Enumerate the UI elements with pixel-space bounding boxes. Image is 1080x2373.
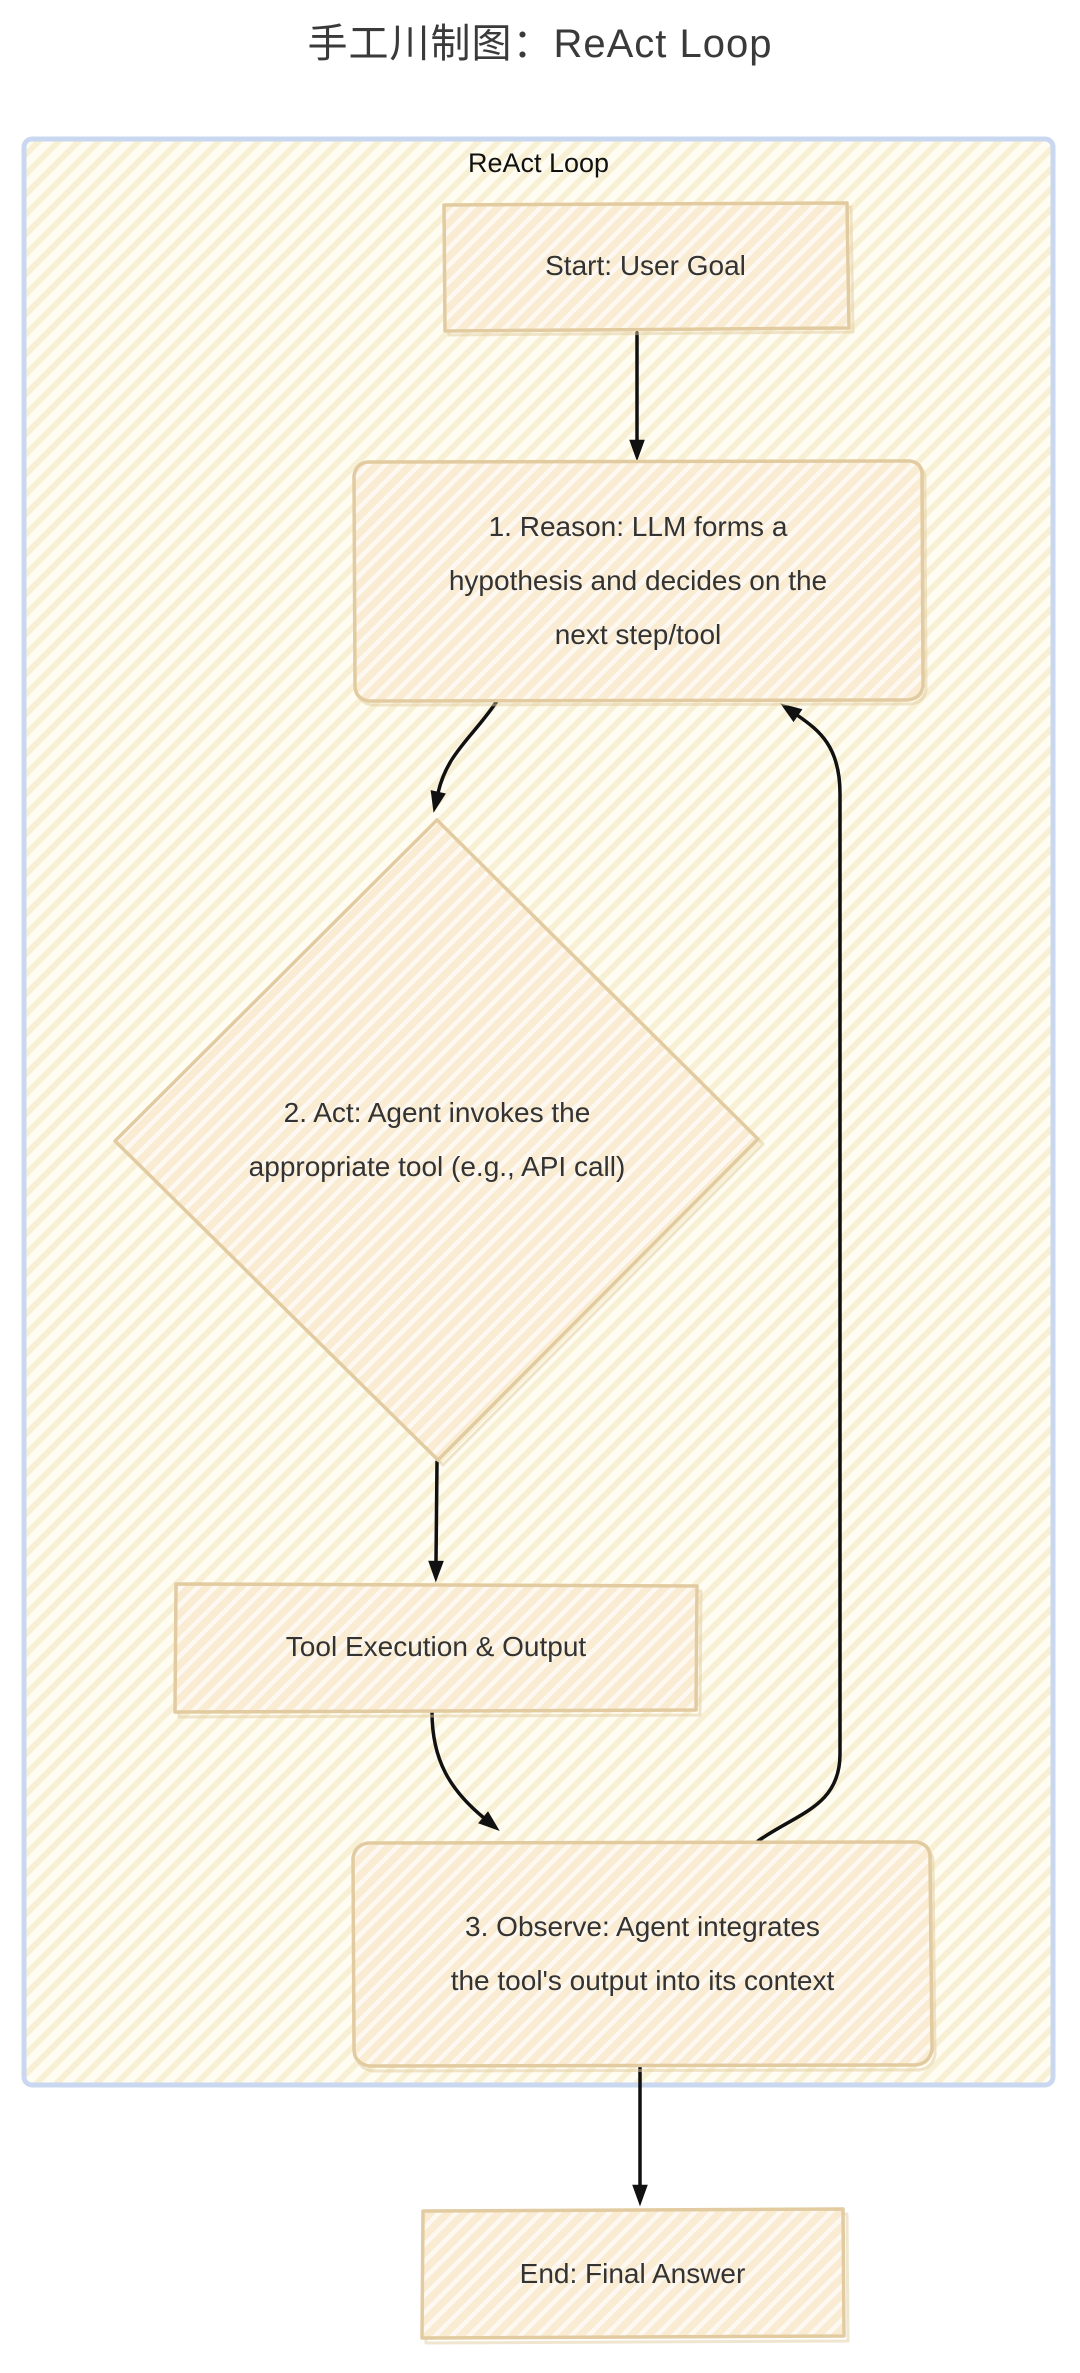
reason-node-shape <box>352 459 928 707</box>
observe-line-1: 3. Observe: Agent integrates <box>465 1911 820 1942</box>
flow-arrow-tool-to-observe <box>430 1710 500 1831</box>
start-node-label: Start: User Goal <box>545 250 746 281</box>
act-line-2: appropriate tool (e.g., API call) <box>248 1151 626 1182</box>
observe-node-label: 3. Observe: Agent integrates the tool's … <box>353 1842 932 2066</box>
reason-node-label: 1. Reason: LLM forms a hypothesis and de… <box>354 461 922 700</box>
diagram-title: 手工川制图：ReAct Loop <box>307 22 773 66</box>
flow-arrow-observe-to-reason-loop <box>756 703 842 1843</box>
reason-line-2: hypothesis and decides on the <box>448 564 828 596</box>
observe-line-2: the tool's output into its context <box>450 1965 835 1996</box>
tool-node-shape <box>173 1582 703 1719</box>
start-node-shape <box>442 201 855 337</box>
end-node-label: End: Final Answer <box>519 2257 746 2289</box>
reason-line-3: next step/tool <box>554 618 722 650</box>
tool-node-label: Tool Execution & Output <box>285 1630 587 1662</box>
reason-line-1: 1. Reason: LLM forms a <box>488 510 788 542</box>
flow-arrow-act-to-tool <box>428 1460 444 1583</box>
container-title-label: ReAct Loop <box>467 148 610 178</box>
end-node-shape <box>420 2207 850 2345</box>
observe-node-shape <box>351 1840 937 2073</box>
flow-arrow-reason-to-act <box>430 699 499 813</box>
act-line-1: 2. Act: Agent invokes the <box>283 1097 591 1128</box>
act-decision-diamond-shape <box>113 818 765 1467</box>
act-decision-label: 2. Act: Agent invokes the appropriate to… <box>137 960 737 1320</box>
